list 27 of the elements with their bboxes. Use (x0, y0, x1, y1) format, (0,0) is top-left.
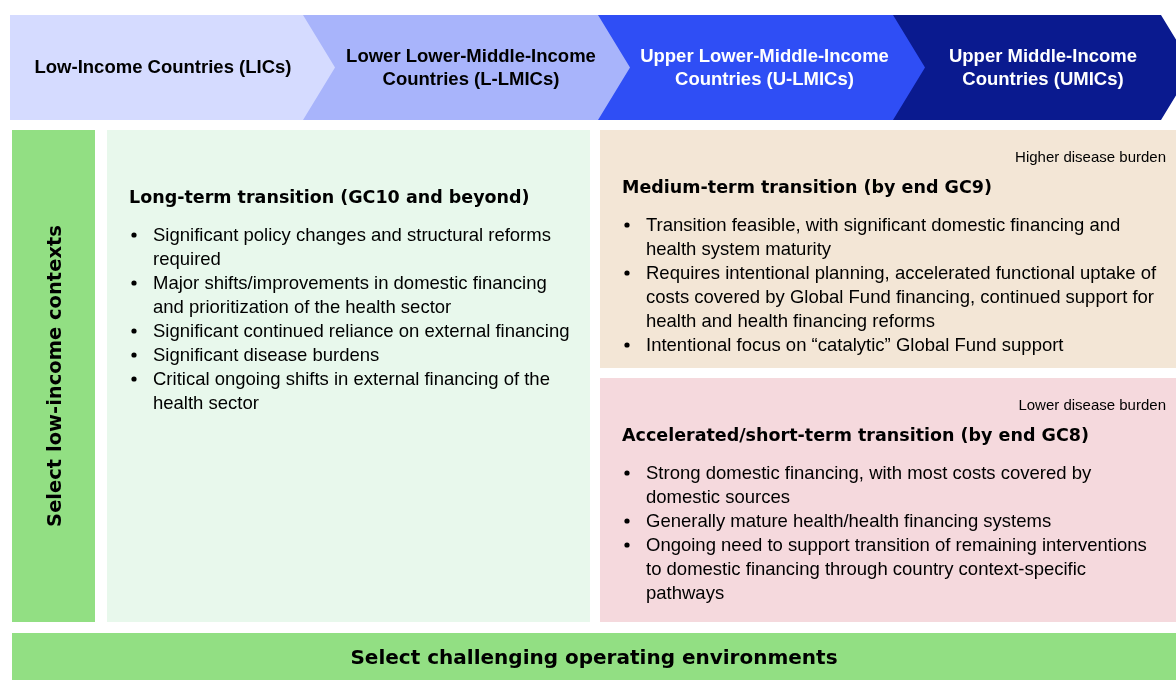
category-label: Low-Income Countries (LICs) (33, 56, 293, 79)
category-label: Upper Middle-Income Countries (UMICs) (947, 45, 1139, 90)
panel-heading: Long-term transition (GC10 and beyond) (129, 186, 531, 209)
bullet-item: Significant policy changes and structural reforms required (129, 222, 572, 271)
category-panel (600, 378, 1176, 622)
bullet-item: Significant disease burdens (129, 343, 572, 368)
panel-heading: Medium-term transition (by end GC9) (622, 176, 993, 199)
category-panel (600, 130, 1176, 368)
panel-heading: Accelerated/short-term transition (by end GC8) (622, 424, 1090, 447)
bullet-item: Intentional focus on “catalytic” Global Fund support (622, 333, 1158, 358)
bullet-item: Strong domestic financing, with most costs covered by domestic sources (622, 460, 1158, 509)
bullet-item: Ongoing need to support transition of remaining interventions to domestic financing through country context-specific pathways (622, 532, 1158, 606)
bullet-item: Transition feasible, with significant domestic financing and health system maturity (622, 212, 1158, 261)
bullet-item: Major shifts/improvements in domestic financing and prioritization of the health sector (129, 270, 572, 319)
bullet-item: Requires intentional planning, accelerated functional uptake of costs covered by Global Fund financing, continued support for health and health financing reforms (622, 260, 1158, 333)
bullet-item: Critical ongoing shifts in external financing of the health sector (129, 367, 572, 416)
category-label: Upper Lower-Middle-Income Countries (U-LMICs) (639, 45, 890, 90)
panel-note: Lower disease burden (1018, 396, 1166, 413)
bullet-item: Significant continued reliance on external financing (129, 318, 572, 343)
category-label: Lower Lower-Middle-Income Countries (L-LMICs) (345, 45, 597, 90)
band-label: Select low-income contexts (42, 225, 65, 527)
side-band (12, 130, 95, 622)
category-panel (107, 130, 590, 622)
bullet-item: Generally mature health/health financing systems (622, 508, 1158, 533)
bottom-band (12, 633, 1176, 680)
band-label: Select challenging operating environments (350, 644, 838, 669)
panel-note: Higher disease burden (1015, 148, 1166, 165)
